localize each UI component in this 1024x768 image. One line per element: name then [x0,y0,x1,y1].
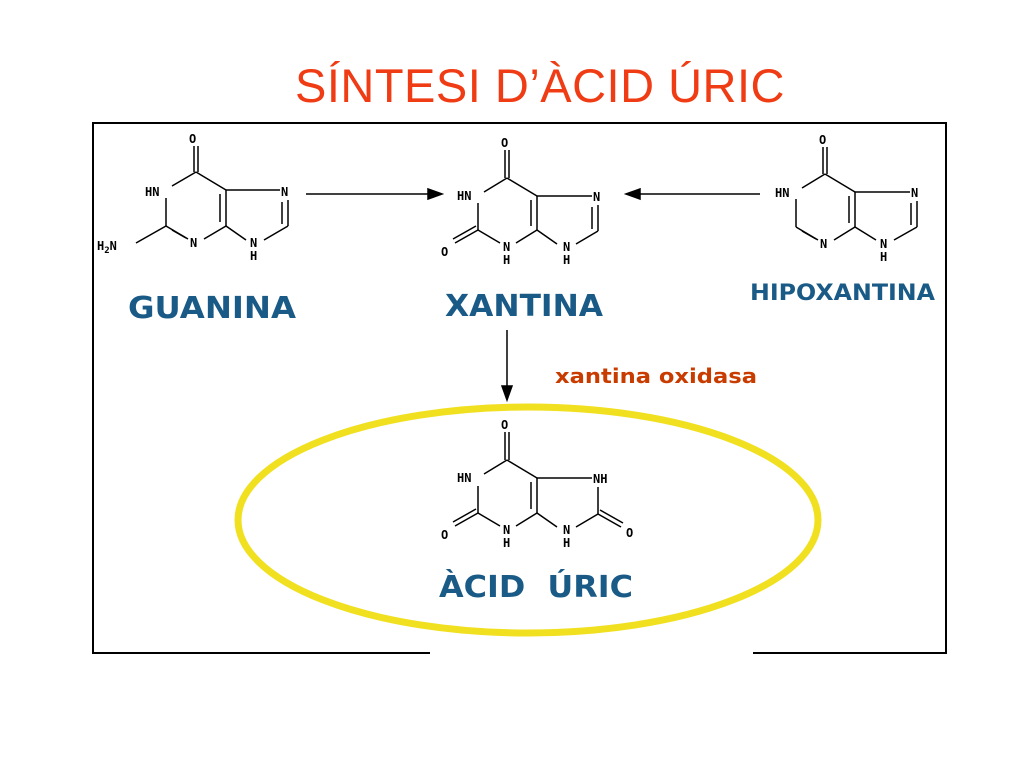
bond [824,173,856,193]
nh-group: NH [593,472,607,486]
bond [536,512,558,528]
oxygen-atom: O [189,132,196,146]
nitrogen-atom: N [503,523,510,537]
bond [536,229,558,245]
bond [801,173,826,189]
nitrogen-atom: N [563,523,570,537]
bond [263,225,289,241]
bond [893,226,918,241]
oxygen-atom: O [626,526,633,540]
xantina-label: XANTINA [445,289,604,324]
bond [597,513,622,528]
hydrogen-atom: H [563,536,570,550]
diagram-frame [92,122,947,654]
nh-group: HN [775,186,789,200]
bond [506,177,538,197]
frame-left-part [92,122,947,654]
bond [801,230,817,240]
amino-group: H2N [97,239,117,256]
oxygen-atom: O [501,418,508,432]
arrowhead [623,187,641,201]
oxygen-atom: O [441,245,448,259]
hipoxantina-structure [795,147,918,241]
hydrogen-atom: H [503,536,510,550]
nh-group: HN [145,185,159,199]
bond [454,512,479,527]
guanina-label: GUANINA [128,291,297,326]
acid-uric-atoms: O HN NH O N H N H O [441,418,633,550]
nitrogen-atom: N [250,236,257,250]
slide-title: SÍNTESI D’ÀCID ÚRIC [295,59,785,112]
hipoxantina-atoms: O HN N N N H [775,133,918,264]
bond [225,225,247,241]
bond [515,512,538,527]
bond [477,512,501,527]
bond [135,225,167,244]
bond [854,226,877,241]
hydrogen-atom: H [880,250,887,264]
bond [575,513,599,528]
guanina-structure [135,146,289,244]
bond [454,229,479,244]
hydrogen-atom: H [563,253,570,267]
arrowhead [500,385,514,403]
bond [452,508,477,523]
nitrogen-atom: N [593,190,600,204]
reaction-arrows [306,187,760,403]
nitrogen-atom: N [911,186,918,200]
hipoxantina-label: HIPOXANTINA [750,281,935,306]
nitrogen-atom: N [820,237,827,251]
acid-uric-label: ÀCID ÚRIC [439,568,633,605]
nitrogen-atom: N [880,237,887,251]
bond [203,225,227,240]
nitrogen-atom: N [563,240,570,254]
arrowhead [427,187,445,201]
bond [599,509,624,524]
oxygen-atom: O [501,136,508,150]
bond [171,229,187,239]
hydrogen-atom: H [503,253,510,267]
bond [452,225,477,240]
nitrogen-atom: N [503,240,510,254]
acid-uric-structure [452,432,624,528]
bond [483,459,508,475]
bond [195,171,227,191]
nh-group: HN [457,471,471,485]
bond [477,229,501,244]
bond [506,459,538,479]
nh-group: HN [457,189,471,203]
oxygen-atom: O [819,133,826,147]
bond [515,229,538,244]
bond [575,230,599,245]
xantina-atoms: O HN N O N H N H [441,136,600,267]
bond [483,177,508,193]
bond [833,226,856,241]
highlight-ellipse [234,403,822,637]
guanina-atoms: O HN N N N H H2N [97,132,288,263]
enzyme-label: xantina oxidasa [555,364,757,388]
bond [171,171,197,187]
oxygen-atom: O [441,528,448,542]
nitrogen-atom: N [281,185,288,199]
nitrogen-atom: N [190,236,197,250]
xantina-structure [452,150,599,245]
hydrogen-atom: H [250,249,257,263]
